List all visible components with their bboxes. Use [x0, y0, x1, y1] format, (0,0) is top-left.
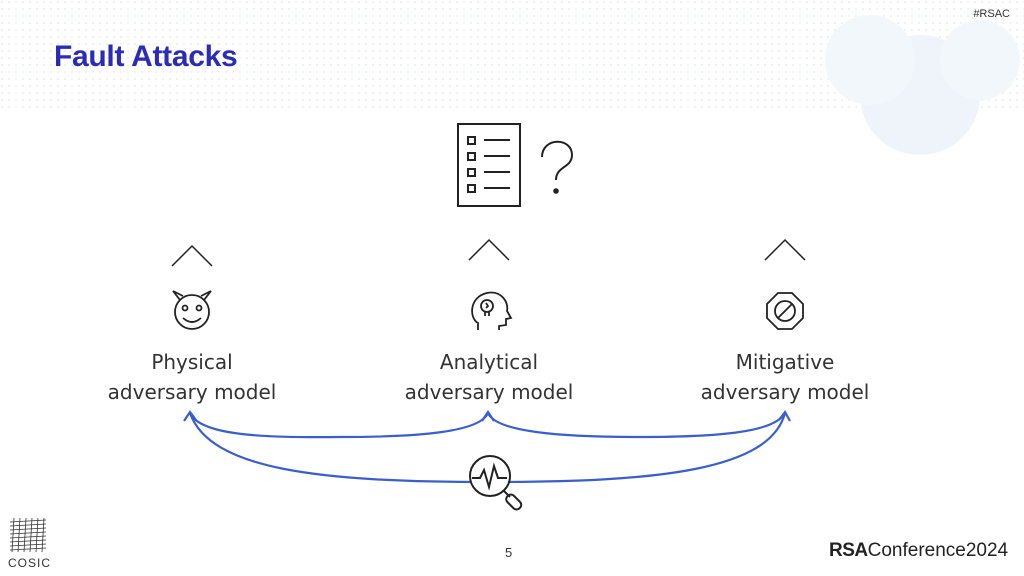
caret-up-icon — [171, 244, 213, 267]
rsa-conference-logo: RSAConference2024 — [829, 540, 1009, 561]
page-number: 5 — [505, 545, 513, 560]
hashtag-label: #RSAC — [973, 8, 1010, 20]
arrowhead — [183, 410, 197, 422]
analytical-model-label: Analytical adversary model — [404, 350, 574, 404]
devil-face-icon — [172, 290, 212, 330]
checklist-icon — [457, 123, 521, 207]
caret-up-icon — [468, 238, 510, 261]
arc-physical-analytical — [188, 412, 490, 439]
mitigative-model-label: Mitigative adversary model — [700, 350, 870, 404]
arc-analytical-mitigative — [486, 412, 786, 439]
page-title: Fault Attacks — [54, 40, 238, 73]
physical-model-label: Physical adversary model — [107, 350, 277, 404]
arrowhead — [778, 409, 791, 422]
cosic-label: COSIC — [8, 556, 52, 570]
prohibition-octagon-icon — [766, 292, 804, 330]
cosic-logo — [8, 517, 48, 553]
question-mark-icon — [541, 140, 574, 194]
caret-up-icon — [764, 238, 806, 261]
arrowhead — [481, 410, 495, 422]
head-lightbulb-icon — [471, 291, 513, 330]
signal-magnifier-icon — [469, 455, 523, 511]
